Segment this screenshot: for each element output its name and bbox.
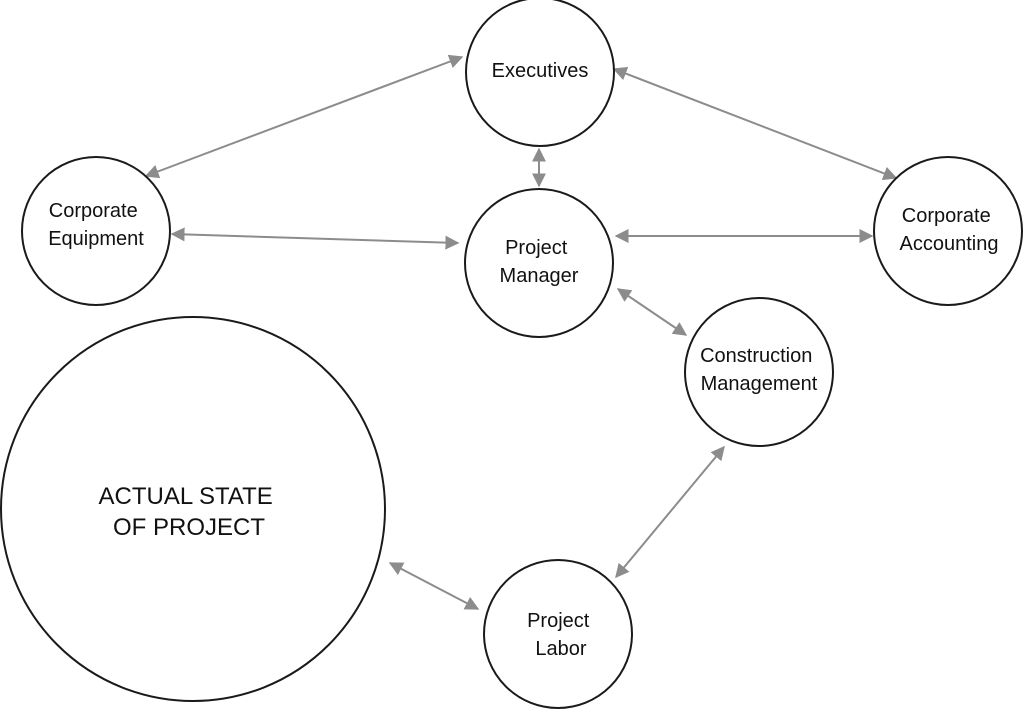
node-corporate-accounting-label-line-2: Accounting (900, 233, 999, 255)
node-corporate-accounting: Corporate Accounting (873, 156, 1023, 306)
svg-text:Corporate Equipment: Corporate Equipment (48, 200, 144, 250)
svg-text:Construction Management: Construction Management (700, 345, 818, 395)
connector-actual-state-project-labor (388, 562, 480, 610)
node-construction-management-circle (684, 297, 834, 447)
node-actual-state-label-line-1: ACTUAL STATE (99, 483, 273, 510)
node-project-manager-label-line-1: Project (505, 237, 568, 259)
node-actual-state-circle (0, 316, 386, 702)
node-project-labor: Project Labor (483, 559, 633, 709)
connector-corporate-equipment-project-manager (170, 227, 460, 250)
node-project-labor-circle (483, 559, 633, 709)
connector-project-manager-construction-management (616, 288, 688, 336)
node-executives: Executives (465, 0, 615, 147)
svg-text:ACTUAL STATE OF PROJECT: ACTUAL STATE OF PROJECT (99, 483, 280, 541)
node-construction-management-label-line-1: Construction (700, 345, 812, 367)
node-corporate-equipment: Corporate Equipment (21, 156, 171, 306)
node-construction-management: Construction Management (684, 297, 834, 447)
node-corporate-equipment-label-line-1: Corporate (49, 200, 138, 222)
svg-text:Executives: Executives (492, 60, 589, 82)
svg-text:Project Manager: Project Manager (500, 237, 579, 287)
node-construction-management-label-line-2: Management (701, 373, 818, 395)
node-executives-circle (465, 0, 615, 147)
node-project-manager-label-line-2: Manager (500, 265, 579, 287)
node-executives-label-line-1: Executives (492, 60, 589, 82)
node-project-manager: Project Manager (464, 188, 614, 338)
node-corporate-equipment-label-line-2: Equipment (48, 228, 144, 250)
node-project-labor-label-line-2: Labor (535, 638, 586, 660)
svg-text:Corporate Accounting: Corporate Accounting (900, 205, 999, 255)
node-actual-state-of-project: ACTUAL STATE OF PROJECT (0, 316, 386, 702)
svg-text:Project Labor: Project Labor (527, 610, 595, 660)
connector-executives-corporate-accounting (612, 67, 898, 180)
connector-construction-management-project-labor (615, 445, 725, 579)
node-project-labor-label-line-1: Project (527, 610, 590, 632)
node-corporate-accounting-circle (873, 156, 1023, 306)
node-project-manager-circle (464, 188, 614, 338)
node-corporate-accounting-label-line-1: Corporate (902, 205, 991, 227)
connector-executives-corporate-equipment (144, 54, 464, 179)
node-corporate-equipment-circle (21, 156, 171, 306)
node-actual-state-label-line-2: OF PROJECT (113, 514, 265, 541)
connectors (144, 54, 898, 610)
